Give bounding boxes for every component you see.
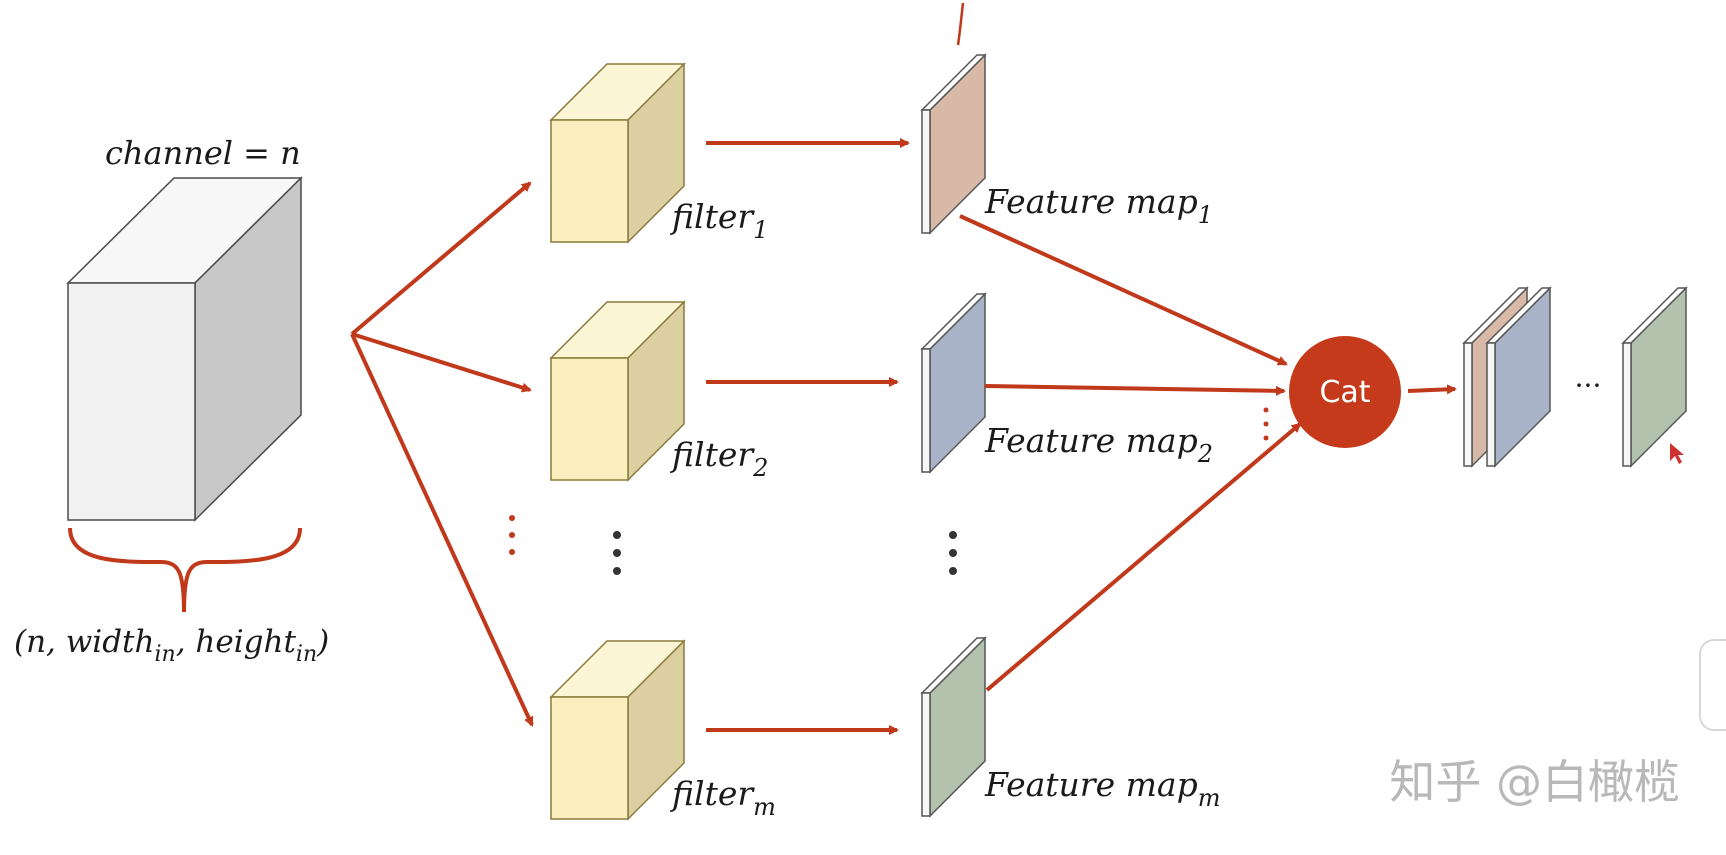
input-cube — [66, 176, 303, 522]
filter-cube-1: filter1 — [549, 62, 768, 244]
concat-arrow-1 — [959, 214, 1288, 366]
map-front-edge — [1486, 342, 1496, 467]
feature-map-1: Feature map1 — [920, 53, 1213, 235]
filter-label-2: filter2 — [669, 435, 768, 482]
watermark: 知乎 @白橄榄 — [1389, 755, 1680, 809]
concat-label: Cat — [1319, 375, 1370, 410]
branch-arrow-1 — [350, 181, 532, 336]
concat-arrow-m — [985, 422, 1302, 692]
filter-cube-2: filter2 — [549, 300, 768, 482]
branch-arrows — [350, 181, 534, 727]
output-arrow — [1407, 384, 1457, 395]
vertical-ellipsis-filters — [613, 531, 621, 575]
concat-arrows — [959, 214, 1302, 692]
map-front-edge — [921, 692, 931, 817]
input-brace — [68, 527, 302, 613]
annotation-stroke — [956, 2, 965, 46]
output-stack — [1462, 286, 1688, 468]
output-map-m — [1621, 286, 1688, 468]
filter-cube-front — [550, 119, 629, 243]
feature-map-2: Feature map2 — [920, 292, 1213, 474]
feature-map-label-2: Feature map2 — [984, 421, 1213, 468]
concat-node: Cat — [1289, 336, 1401, 448]
filters-group: filter1 filter2 filterm — [549, 62, 776, 821]
cursor-icon — [1670, 443, 1684, 464]
filter-cube-3: filterm — [549, 639, 776, 821]
filter-label-1: filter1 — [669, 197, 768, 244]
feature-map-label-1: Feature map1 — [984, 182, 1213, 229]
output-map-2 — [1485, 286, 1552, 468]
concat-arrow-2 — [984, 384, 1286, 396]
input-dims-label: (n, widthin, heightin) — [14, 624, 329, 667]
filter-arrows — [706, 138, 910, 735]
map-front-edge — [1622, 342, 1632, 467]
vertical-ellipsis-maps — [949, 531, 957, 575]
concat-circle — [1289, 336, 1401, 448]
map-front-edge — [921, 348, 931, 473]
output-ellipsis: ··· — [1575, 369, 1602, 402]
branch-arrow-m — [350, 333, 534, 727]
side-panel-edge — [1699, 639, 1726, 731]
filter-cube-front — [550, 357, 629, 481]
channel-label: channel = n — [105, 134, 301, 172]
filter-label-3: filterm — [669, 774, 776, 821]
feature-map-label-3: Feature mapm — [984, 765, 1220, 812]
feature-map-3: Feature mapm — [920, 636, 1220, 818]
vertical-ellipsis-cat — [1263, 407, 1269, 441]
input-cube-front — [67, 282, 196, 521]
vertical-ellipsis-branch — [509, 515, 515, 555]
map-front-edge — [921, 109, 931, 234]
filter-cube-front — [550, 696, 629, 820]
map-front-edge — [1463, 342, 1473, 467]
branch-arrow-2 — [351, 332, 532, 393]
